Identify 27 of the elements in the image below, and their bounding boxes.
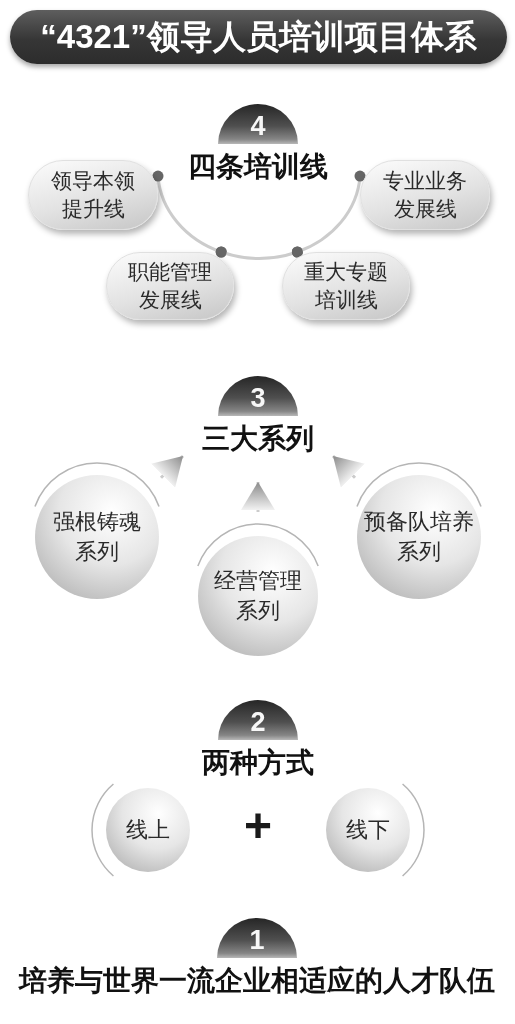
node-label: 经营管理系列 xyxy=(213,567,303,625)
section-heading: 四条培训线 xyxy=(188,150,328,184)
node-label: 职能管理发展线 xyxy=(127,259,213,313)
rounded-box xyxy=(360,160,490,230)
title-banner: “4321”领导人员培训项目体系 xyxy=(10,10,507,64)
node-label: 强根铸魂系列 xyxy=(52,508,142,566)
rounded-box xyxy=(106,252,234,320)
node-label: 线上 xyxy=(125,816,171,844)
wedge-arrow xyxy=(331,454,365,488)
plus-sign: + xyxy=(244,802,272,850)
rounded-box xyxy=(28,160,158,230)
node-label: 专业业务发展线 xyxy=(382,168,468,222)
wedge-arrow xyxy=(151,454,185,488)
number-badge: 4 xyxy=(218,104,298,144)
wedge-arrow xyxy=(241,482,275,512)
number-badge: 1 xyxy=(217,918,297,958)
node-label: 线下 xyxy=(345,816,391,844)
arc-connector xyxy=(291,170,366,258)
node-label: 预备队培养系列 xyxy=(363,508,475,566)
rounded-box xyxy=(282,252,410,320)
section-heading: 培养与世界一流企业相适应的人才队伍 xyxy=(19,964,495,998)
number-badge: 3 xyxy=(218,376,298,416)
section-heading: 三大系列 xyxy=(202,422,314,456)
node-label: 重大专题培训线 xyxy=(303,259,389,313)
number-badge: 2 xyxy=(218,700,298,740)
section-heading: 两种方式 xyxy=(202,746,314,780)
node-label: 领导本领提升线 xyxy=(50,168,136,222)
